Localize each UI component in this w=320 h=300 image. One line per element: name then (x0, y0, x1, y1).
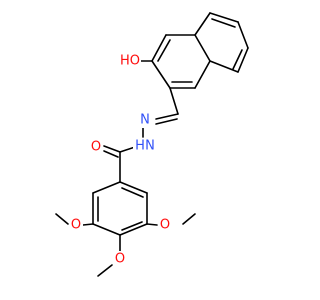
bond (119, 181, 148, 194)
bond (121, 187, 144, 198)
bond (155, 113, 179, 120)
bond (151, 34, 167, 62)
amide-nh-h-label: H (135, 139, 145, 154)
bond (194, 12, 211, 36)
bond (92, 223, 121, 236)
methoxy-bottom-oxygen-label: O (115, 252, 125, 267)
bond (169, 87, 179, 115)
bond (232, 49, 243, 70)
structure-diagram: HO N H N O O O O (55, 12, 249, 277)
bond (157, 39, 171, 62)
bond (211, 18, 236, 28)
bond (103, 150, 119, 158)
bond (97, 264, 113, 277)
imine-nitrogen-label: N (140, 113, 150, 128)
bond (82, 223, 94, 226)
bond (237, 21, 249, 49)
atom-labels: HO N H N O O O O (69, 53, 172, 267)
bond (121, 221, 143, 231)
carbonyl-oxygen-label: O (91, 140, 101, 155)
bond (151, 60, 171, 89)
bond (155, 118, 178, 125)
amide-nitrogen-label: N (145, 139, 155, 154)
bond (55, 213, 69, 225)
bond (194, 34, 211, 62)
hydroxyl-label: HO (120, 54, 140, 69)
bond (119, 223, 148, 236)
bond (209, 12, 239, 23)
bond (194, 60, 211, 89)
bond (92, 181, 121, 194)
methoxy-left-oxygen-label: O (71, 218, 81, 233)
bond (209, 60, 239, 73)
bond (103, 145, 121, 153)
bond (146, 223, 158, 226)
bond (182, 213, 196, 225)
methoxy-right-oxygen-label: O (160, 218, 170, 233)
bond (237, 47, 249, 73)
